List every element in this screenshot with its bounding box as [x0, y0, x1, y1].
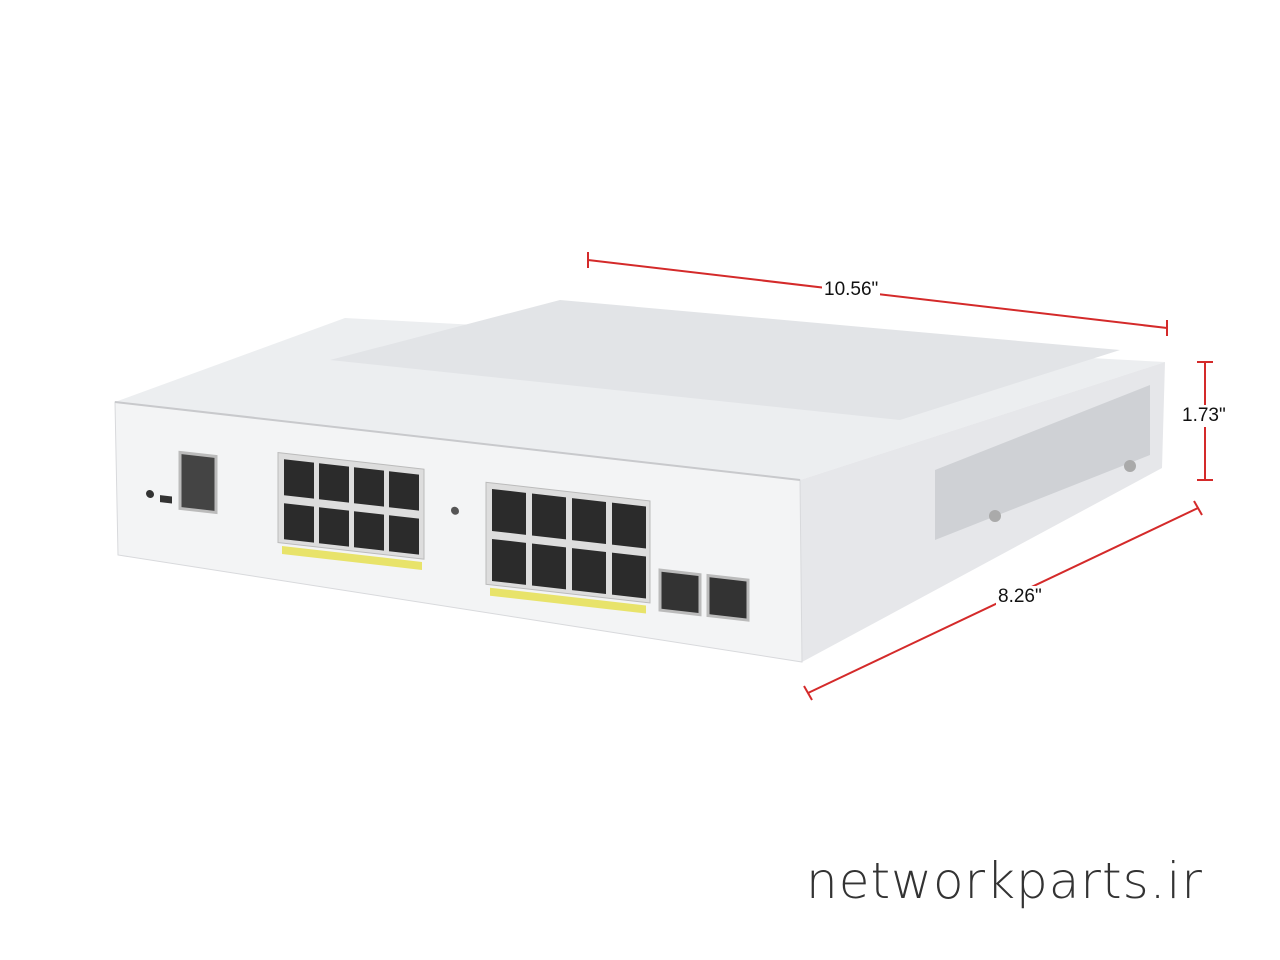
height-dimension-label: 1.73" [1180, 405, 1228, 427]
ethernet-port [354, 511, 384, 551]
width-dimension-label: 10.56" [822, 279, 881, 301]
ethernet-port [572, 498, 606, 544]
side-screw [989, 510, 1001, 522]
ethernet-port [612, 502, 646, 549]
ethernet-port [354, 467, 384, 507]
switch-top-vent [330, 300, 1120, 420]
ethernet-port [389, 515, 419, 555]
ethernet-port [284, 503, 314, 543]
poe-label-strip [490, 587, 646, 614]
sfp-port [658, 568, 702, 617]
watermark-logo: networkparts.ir [806, 852, 1203, 910]
poe-label-strip [282, 546, 422, 570]
console-port [178, 450, 218, 515]
usb-port [160, 495, 172, 504]
ethernet-port [532, 543, 566, 590]
ethernet-port [492, 538, 526, 585]
sfp-port [706, 573, 750, 622]
ethernet-port [319, 463, 349, 503]
ethernet-port [612, 552, 646, 599]
side-screw [1124, 460, 1136, 472]
ethernet-port [319, 507, 349, 547]
ethernet-port [492, 488, 526, 535]
ethernet-port [284, 459, 314, 499]
port-block-2 [485, 481, 651, 604]
ethernet-port [389, 471, 419, 511]
ethernet-port [532, 493, 566, 540]
depth-dimension-label: 8.26" [996, 586, 1044, 608]
ethernet-port [572, 548, 606, 594]
status-led [451, 506, 459, 515]
reset-button [146, 489, 154, 499]
port-block-1 [277, 452, 425, 560]
side-vent [935, 385, 1150, 540]
front-panel [146, 450, 750, 622]
